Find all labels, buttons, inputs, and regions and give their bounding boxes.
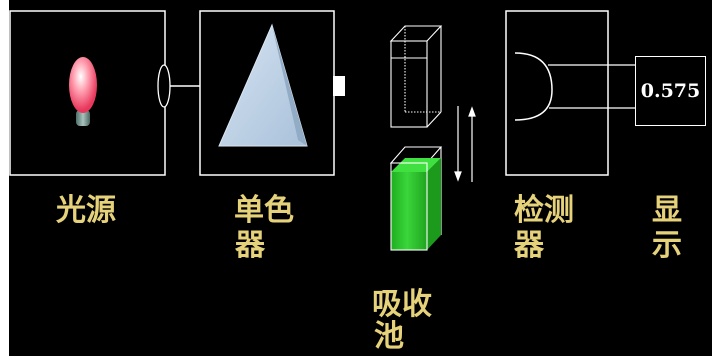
light-source-box <box>9 10 171 176</box>
prism-shade <box>272 25 307 146</box>
display-readout: 0.575 <box>635 56 706 126</box>
swap-arrows-icon <box>454 106 476 182</box>
label-display-line2: 示 <box>652 228 682 263</box>
monochromator-box <box>199 10 335 176</box>
label-detector-line2: 器 <box>514 228 544 263</box>
detector-cell-icon <box>514 52 553 121</box>
label-absorption-cell-line2: 池 <box>374 319 404 354</box>
label-monochromator-line2: 器 <box>235 228 265 263</box>
lens-icon <box>157 64 171 108</box>
label-light-source: 光源 <box>56 193 116 228</box>
bulb-base-icon <box>76 110 90 126</box>
label-absorption-cell-line1: 吸收 <box>372 287 432 322</box>
label-display-line1: 显 <box>652 193 682 228</box>
label-detector-line1: 检测 <box>514 193 574 228</box>
detector-box <box>505 10 636 176</box>
light-bulb-icon <box>69 57 97 113</box>
beam-gap <box>333 76 345 96</box>
filled-cuvette-icon <box>389 146 443 251</box>
label-monochromator-line1: 单色 <box>234 193 294 228</box>
background <box>9 0 712 356</box>
empty-cuvette-icon <box>389 25 443 128</box>
